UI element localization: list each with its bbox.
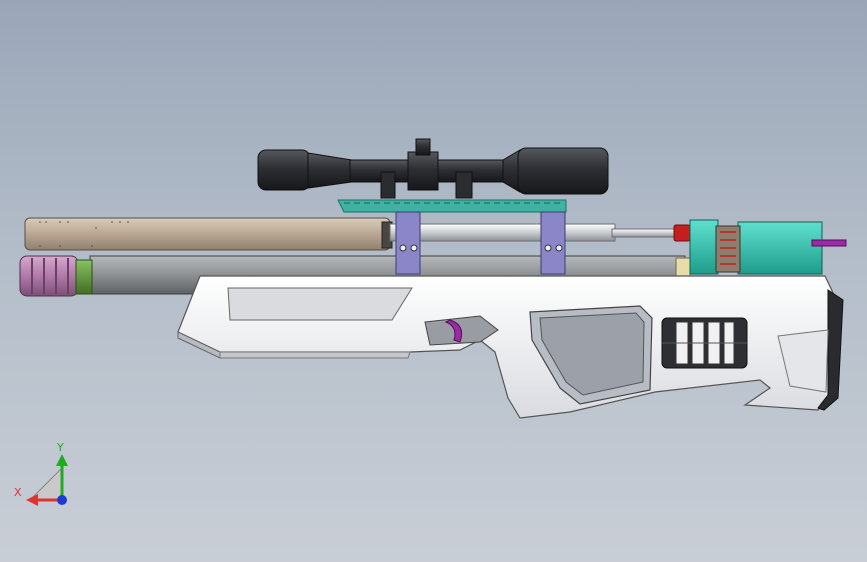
- butt-pad: [817, 289, 844, 411]
- barrel-shroud[interactable]: [24, 217, 393, 251]
- trigger: [444, 319, 463, 343]
- stock[interactable]: [177, 275, 844, 419]
- scope-objective: [257, 149, 311, 191]
- cocking-gear: [715, 225, 741, 273]
- barrel-rod[interactable]: [389, 223, 691, 242]
- scope-turret: [407, 151, 439, 191]
- magazine[interactable]: [661, 317, 748, 369]
- muzzle-cap[interactable]: [19, 255, 93, 297]
- muzzle-collar: [75, 259, 93, 295]
- scope[interactable]: [257, 138, 609, 199]
- scope-eyepiece: [517, 147, 609, 195]
- barrel-clamp-rear[interactable]: [540, 211, 566, 275]
- scope-turret-cap: [415, 138, 431, 156]
- bolt-tip: [673, 224, 691, 242]
- scope-mount-front: [380, 171, 396, 199]
- barrel-clamp-front[interactable]: [395, 211, 421, 275]
- cocking-lever: [811, 239, 847, 247]
- axis-y-label: Y: [57, 441, 64, 454]
- scope-taper-rear: [502, 149, 521, 193]
- forend-recess: [227, 287, 413, 321]
- scope-mount-rear: [455, 171, 473, 199]
- axis-x-label: X: [14, 486, 22, 499]
- scope-taper-front: [307, 152, 353, 189]
- receiver[interactable]: [689, 219, 847, 275]
- axis-triad: [26, 454, 68, 506]
- picatinny-rail[interactable]: [337, 199, 567, 213]
